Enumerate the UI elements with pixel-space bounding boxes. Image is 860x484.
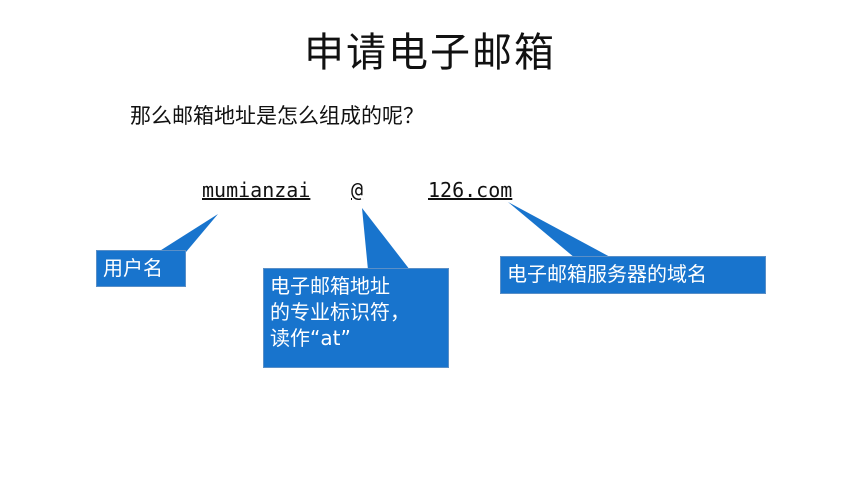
at-sign-callout-line: 的专业标识符，	[270, 300, 410, 324]
slide-title: 申请电子邮箱	[304, 30, 556, 76]
at-sign-callout: 电子邮箱地址 的专业标识符， 读作“at”	[263, 268, 449, 368]
username-callout: 用户名	[96, 250, 186, 287]
domain-callout: 电子邮箱服务器的域名	[500, 256, 766, 294]
at-sign-callout-pointer	[362, 208, 410, 270]
email-at-sign: @	[351, 178, 364, 202]
domain-callout-text: 电子邮箱服务器的域名	[507, 262, 707, 286]
username-callout-pointer	[158, 214, 218, 252]
question-text: 那么邮箱地址是怎么组成的呢？	[130, 104, 424, 128]
at-sign-callout-line: 读作“at”	[270, 326, 351, 350]
email-username: mumianzai	[202, 178, 311, 202]
domain-callout-pointer	[508, 202, 612, 258]
at-sign-callout-line: 电子邮箱地址	[270, 274, 390, 298]
email-domain: 126.com	[428, 178, 513, 202]
username-callout-text: 用户名	[103, 256, 163, 280]
